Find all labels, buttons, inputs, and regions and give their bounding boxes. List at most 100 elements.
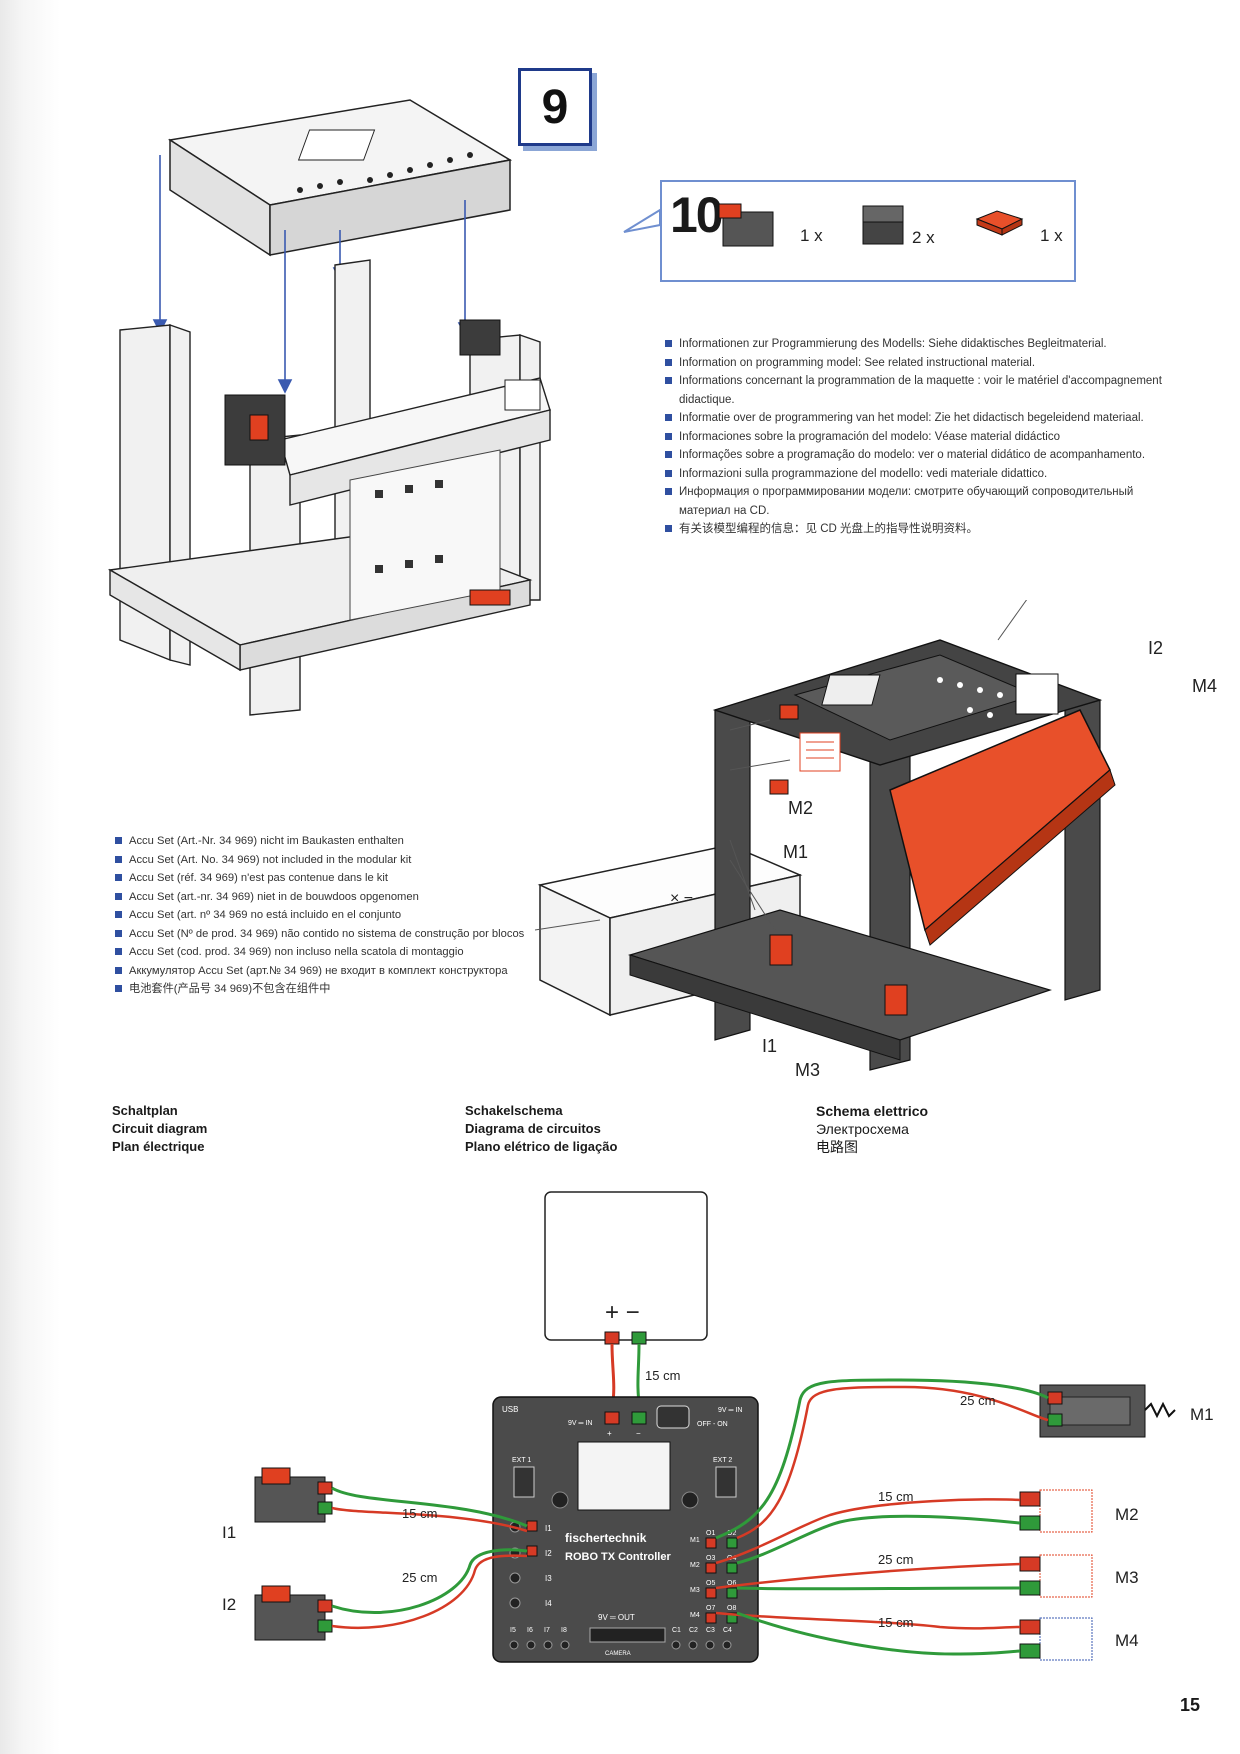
circuit-heading-col1: Schaltplan Circuit diagram Plan électriq… <box>112 1102 207 1156</box>
svg-text:× −: × − <box>670 890 693 907</box>
model-label-m2: M2 <box>788 798 814 818</box>
switch-i1 <box>254 1467 333 1523</box>
accu-line: Accu Set (Nº de prod. 34 969) não contid… <box>115 925 565 944</box>
port-o3: O3 <box>706 1555 715 1562</box>
info-line: Informações sobre a programação do model… <box>665 446 1185 465</box>
battery-cable-length: 15 cm <box>645 1368 680 1383</box>
accu-line: Accu Set (art.-nr. 34 969) niet in de bo… <box>115 888 565 907</box>
battery-pack <box>544 1191 708 1341</box>
parts-box-pointer <box>623 208 661 233</box>
programming-info-list: Informationen zur Programmierung des Mod… <box>665 335 1185 539</box>
label-m4: M4 <box>1115 1631 1139 1650</box>
heading-line: Plan électrique <box>112 1139 205 1154</box>
lamp-m4 <box>1019 1617 1093 1661</box>
model-label-i2: I2 <box>1148 638 1164 658</box>
port-i4: I4 <box>545 1599 552 1608</box>
ext1-label: EXT 1 <box>512 1457 531 1464</box>
port-i1: I1 <box>545 1524 552 1533</box>
accu-set-notes: Accu Set (Art.-Nr. 34 969) nicht im Bauk… <box>115 832 565 999</box>
lamp-m3 <box>1019 1554 1093 1598</box>
heading-line: Schaltplan <box>112 1103 178 1118</box>
heading-line: Diagrama de circuitos <box>465 1121 601 1136</box>
step-number-9: 9 <box>518 68 592 146</box>
label-m1: M1 <box>1190 1405 1214 1424</box>
port-c2: C2 <box>689 1627 698 1634</box>
battery-plus-terminal <box>604 1331 620 1345</box>
port-c3: C3 <box>706 1627 715 1634</box>
motor-m1 <box>1039 1384 1176 1438</box>
wire-m4-length: 15 cm <box>878 1615 913 1630</box>
port-m3: M3 <box>690 1587 700 1594</box>
port-m1: M1 <box>690 1537 700 1544</box>
port-i7: I7 <box>544 1627 550 1634</box>
heading-line: Schakelschema <box>465 1103 563 1118</box>
step9-assembly-illustration <box>107 99 551 716</box>
page-gutter-shadow <box>0 0 60 1754</box>
label-m3: M3 <box>1115 1568 1139 1587</box>
accu-line: Accu Set (réf. 34 969) n'est pas contenu… <box>115 869 565 888</box>
wire-m1-length: 25 cm <box>960 1393 995 1408</box>
model-label: ROBO TX Controller <box>565 1551 671 1563</box>
port-i5: I5 <box>510 1627 516 1634</box>
port-o5: O5 <box>706 1580 715 1587</box>
port-o7: O7 <box>706 1605 715 1612</box>
label-i1: I1 <box>222 1523 236 1542</box>
port-c1: C1 <box>672 1627 681 1634</box>
port-m2: M2 <box>690 1562 700 1569</box>
port-i2: I2 <box>545 1549 552 1558</box>
circuit-heading-col2: Schakelschema Diagrama de circuitos Plan… <box>465 1102 617 1156</box>
brand-label: fischertechnik <box>565 1531 647 1545</box>
ext2-label: EXT 2 <box>713 1457 732 1464</box>
out-label: 9V ═ OUT <box>598 1613 635 1622</box>
off-on-label: OFF - ON <box>697 1421 728 1428</box>
circuit-heading-col3: Schema elettrico Электросхема 电路图 <box>816 1102 928 1156</box>
part-qty-2: 2 x <box>912 228 935 247</box>
port-o2: O2 <box>727 1530 736 1537</box>
power-in-label: 9V ═ IN <box>568 1420 592 1427</box>
info-line: Informations concernant la programmation… <box>665 372 1185 409</box>
port-i6: I6 <box>527 1627 533 1634</box>
page-number: 15 <box>1179 1695 1200 1715</box>
port-i8: I8 <box>561 1627 567 1634</box>
minus-label: − <box>636 1429 641 1438</box>
wire-i2-length: 25 cm <box>402 1570 437 1585</box>
info-line: Information on programming model: See re… <box>665 354 1185 373</box>
power-in-right-label: 9V ═ IN <box>718 1407 742 1414</box>
port-o1: O1 <box>706 1530 715 1537</box>
model-label-m3: M3 <box>795 1060 821 1080</box>
heading-line: Circuit diagram <box>112 1121 208 1136</box>
camera-label: CAMERA <box>605 1651 631 1657</box>
completed-model-illustration: × − <box>534 600 1116 1071</box>
info-line: Informaciones sobre la programación del … <box>665 428 1185 447</box>
info-line: Informazioni sulla programmazione del mo… <box>665 465 1185 484</box>
power-switch <box>656 1405 690 1429</box>
model-label-m4: M4 <box>1192 676 1218 696</box>
wire-i1-length: 15 cm <box>402 1506 437 1521</box>
heading-line: 电路图 <box>816 1139 858 1155</box>
label-i2: I2 <box>222 1595 236 1614</box>
red-plate-icon <box>975 210 1024 236</box>
controller-display <box>577 1441 671 1511</box>
port-o6: O6 <box>727 1580 736 1587</box>
accu-line: Accu Set (Art. No. 34 969) not included … <box>115 851 565 870</box>
heading-line: Электросхема <box>816 1121 909 1137</box>
switch-i2 <box>254 1585 333 1641</box>
part-qty-3: 1 x <box>1040 226 1063 245</box>
heading-line: Schema elettrico <box>816 1103 929 1119</box>
building-block-icon <box>862 205 904 245</box>
usb-label: USB <box>502 1405 518 1414</box>
accu-line: Accu Set (Art.-Nr. 34 969) nicht im Bauk… <box>115 832 565 851</box>
model-label-m1: M1 <box>783 842 809 862</box>
model-label-i1: I1 <box>762 1036 778 1056</box>
part-qty-1: 1 x <box>800 226 823 245</box>
battery-minus-terminal <box>631 1331 647 1345</box>
accu-line: 电池套件(产品号 34 969)不包含在组件中 <box>115 980 565 999</box>
info-line: Informationen zur Programmierung des Mod… <box>665 335 1185 354</box>
label-m2: M2 <box>1115 1505 1139 1524</box>
heading-line: Plano elétrico de ligação <box>465 1139 618 1154</box>
accu-line: Accu Set (cod. prod. 34 969) non incluso… <box>115 943 565 962</box>
robo-tx-controller <box>492 1396 759 1663</box>
info-line: Informatie over de programmering van het… <box>665 409 1185 428</box>
wire-m3-length: 25 cm <box>878 1552 913 1567</box>
info-line: Информация о программировании модели: см… <box>665 483 1185 520</box>
